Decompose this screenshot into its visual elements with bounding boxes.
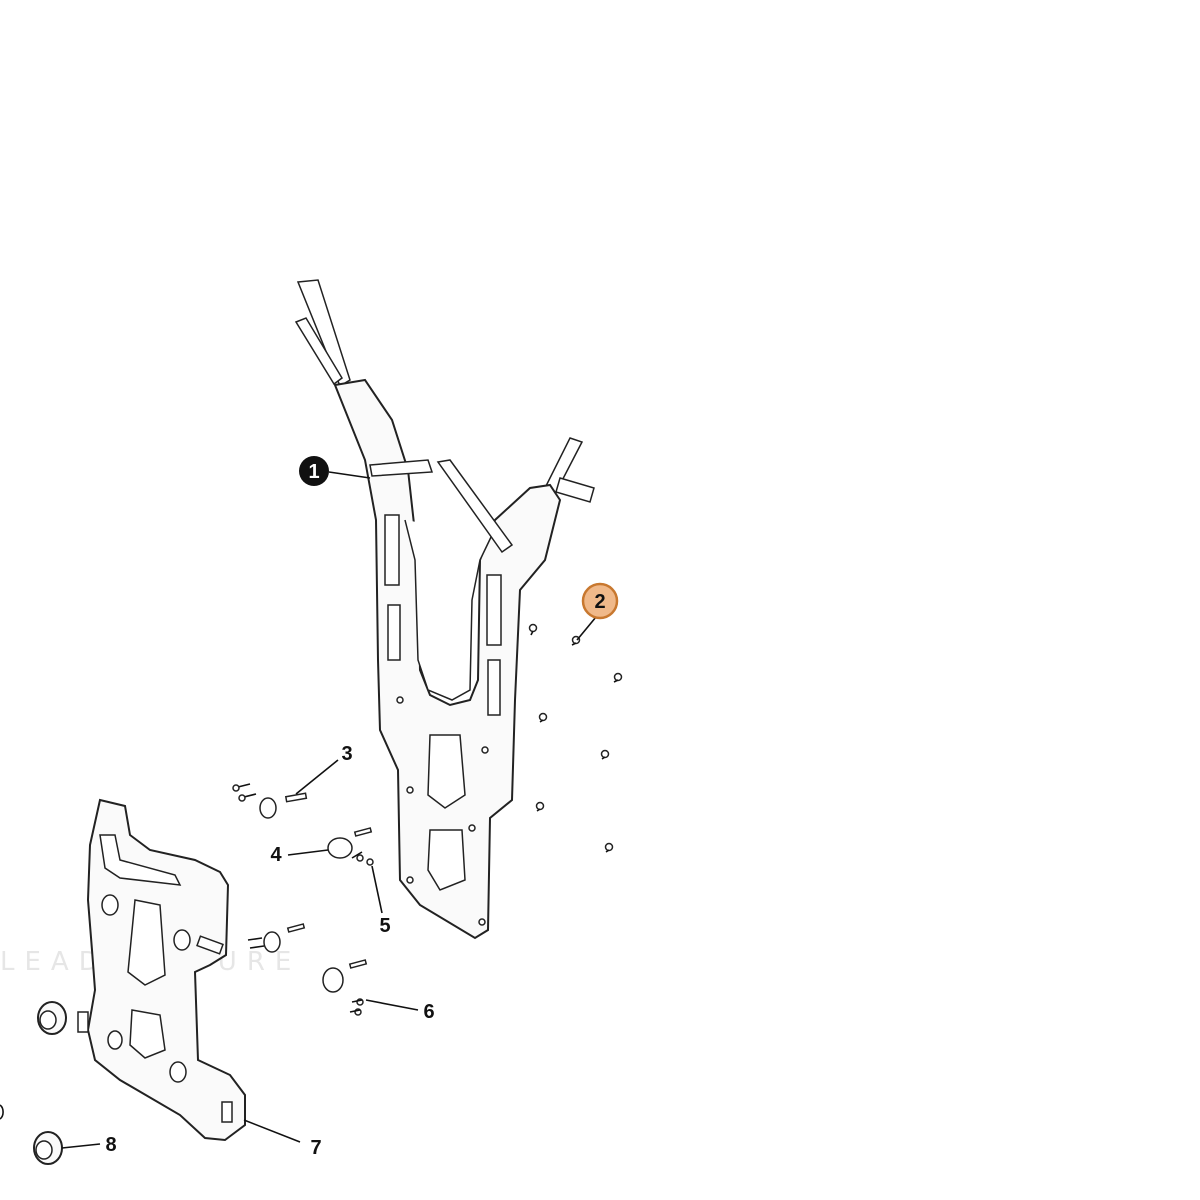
callout-6[interactable]: 6 xyxy=(423,1001,434,1023)
callout-1-label: 1 xyxy=(308,461,319,483)
screws-part-2 xyxy=(528,623,623,853)
callout-8[interactable]: 8 xyxy=(105,1134,116,1156)
plate-part-7 xyxy=(77,798,246,1142)
callout-2-highlight xyxy=(581,582,619,620)
callout-2-label: 2 xyxy=(594,591,605,613)
leader-lines xyxy=(61,471,597,1149)
frame-part-1 xyxy=(294,279,595,940)
callout-4[interactable]: 4 xyxy=(270,844,282,866)
callout-2[interactable]: 2 xyxy=(581,582,619,620)
callout-7[interactable]: 7 xyxy=(310,1137,321,1159)
callout-5[interactable]: 5 xyxy=(379,915,390,937)
fasteners-parts-3-6 xyxy=(232,783,374,1016)
callout-3[interactable]: 3 xyxy=(341,743,352,765)
grommets-part-8 xyxy=(0,1001,67,1165)
callout-1[interactable]: 1 xyxy=(299,456,329,486)
